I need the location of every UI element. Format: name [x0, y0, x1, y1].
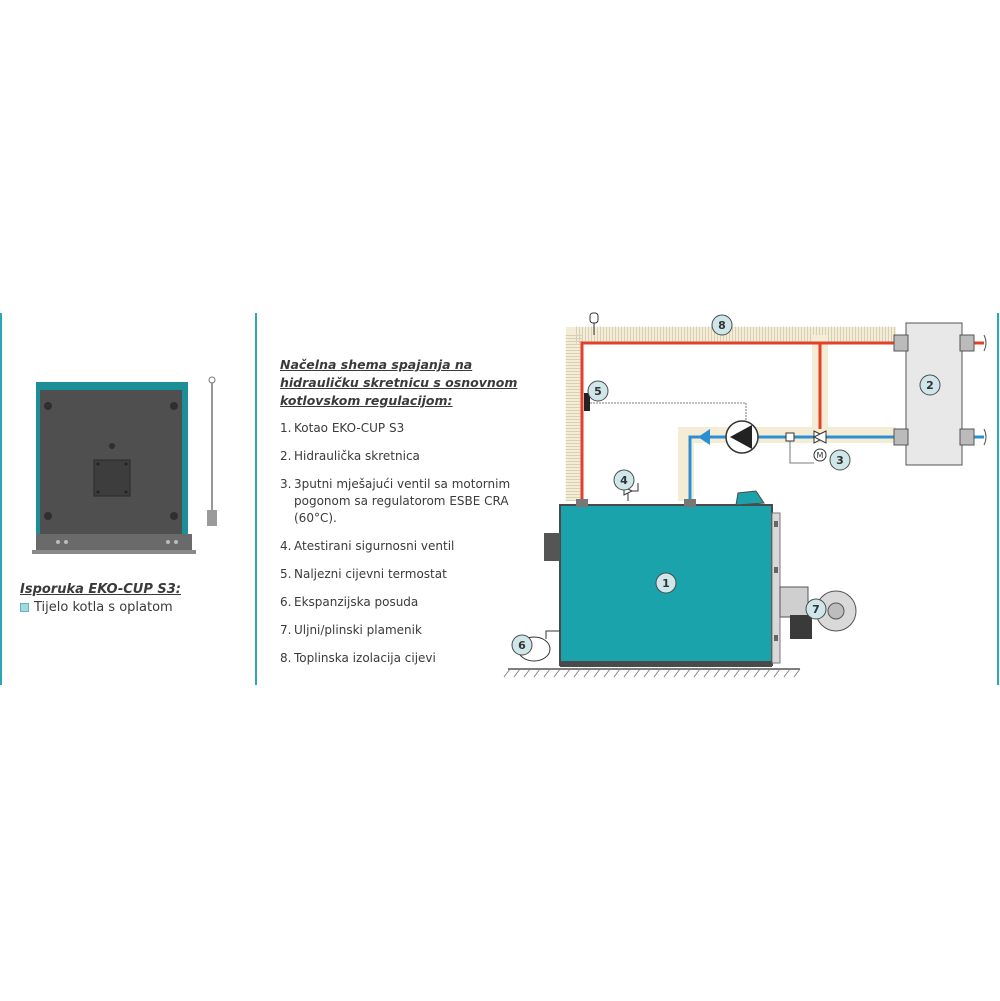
pipe-thermostat	[584, 393, 590, 411]
legend-text: Kotao EKO-CUP S3	[294, 421, 405, 435]
ground-line	[503, 668, 801, 678]
legend-number: 8.	[280, 651, 292, 665]
air-vent-icon	[589, 312, 599, 335]
legend-number: 7.	[280, 623, 292, 637]
label-badge-1: 1	[655, 572, 677, 594]
divider-line-1	[255, 313, 257, 685]
legend-item: 8.Toplinska izolacija cijevi	[280, 650, 520, 667]
label-7: 7	[812, 603, 820, 616]
label-2: 2	[926, 379, 934, 392]
legend-text: 3putni mješajući ventil sa motornim pogo…	[294, 477, 511, 525]
circulation-pump-icon	[725, 420, 759, 454]
scheme-title: Načelna shema spajanja na hidrauličku sk…	[280, 357, 518, 408]
label-5: 5	[594, 385, 602, 398]
label-badge-7: 7	[805, 598, 827, 620]
legend-item: 5.Naljezni cijevni termostat	[280, 566, 520, 583]
label-3: 3	[836, 454, 844, 467]
label-8: 8	[718, 319, 726, 332]
legend-number: 4.	[280, 539, 292, 553]
flow-arrow-icon	[698, 429, 710, 445]
label-badge-2: 2	[919, 374, 941, 396]
label-badge-8: 8	[711, 314, 733, 336]
delivery-item-label: Tijelo kotla s oplatom	[34, 600, 173, 615]
right-accent-line	[997, 313, 999, 685]
label-4: 4	[620, 474, 628, 487]
svg-text:M: M	[817, 451, 824, 460]
bullet-icon	[20, 603, 29, 612]
legend-item: 6.Ekspanzijska posuda	[280, 594, 520, 611]
legend-item: 2.Hidraulička skretnica	[280, 448, 520, 465]
legend-number: 1.	[280, 421, 292, 435]
delivery-title: Isporuka EKO-CUP S3:	[20, 582, 181, 597]
burner-icon	[779, 586, 857, 639]
mixing-valve-icon: M	[785, 430, 828, 464]
delivery-item: Tijelo kotla s oplatom	[20, 600, 173, 615]
legend-item: 4.Atestirani sigurnosni ventil	[280, 538, 520, 555]
hot-supply-pipe	[580, 341, 896, 501]
legend-number: 2.	[280, 449, 292, 463]
legend-item: 3.3putni mješajući ventil sa motornim po…	[280, 476, 520, 527]
label-1: 1	[662, 577, 670, 590]
cold-return-pipe	[688, 435, 896, 501]
hydraulic-diagram: M	[503, 312, 987, 678]
legend-text: Naljezni cijevni termostat	[294, 567, 447, 581]
legend-text: Hidraulička skretnica	[294, 449, 420, 463]
legend-text: Ekspanzijska posuda	[294, 595, 419, 609]
legend-number: 5.	[280, 567, 292, 581]
label-badge-5: 5	[587, 380, 609, 402]
legend-list: 1.Kotao EKO-CUP S3 2.Hidraulička skretni…	[280, 420, 520, 678]
label-badge-4: 4	[613, 469, 635, 491]
legend-number: 3.	[280, 477, 292, 491]
legend-text: Atestirani sigurnosni ventil	[294, 539, 455, 553]
legend-text: Toplinska izolacija cijevi	[294, 651, 436, 665]
label-badge-3: 3	[829, 449, 851, 471]
label-6: 6	[518, 639, 526, 652]
legend-number: 6.	[280, 595, 292, 609]
left-accent-line	[0, 313, 2, 685]
label-badge-6: 6	[511, 634, 533, 656]
legend-text: Uljni/plinski plamenik	[294, 623, 422, 637]
legend-item: 1.Kotao EKO-CUP S3	[280, 420, 520, 437]
boiler-product-image	[32, 376, 217, 554]
legend-item: 7.Uljni/plinski plamenik	[280, 622, 520, 639]
